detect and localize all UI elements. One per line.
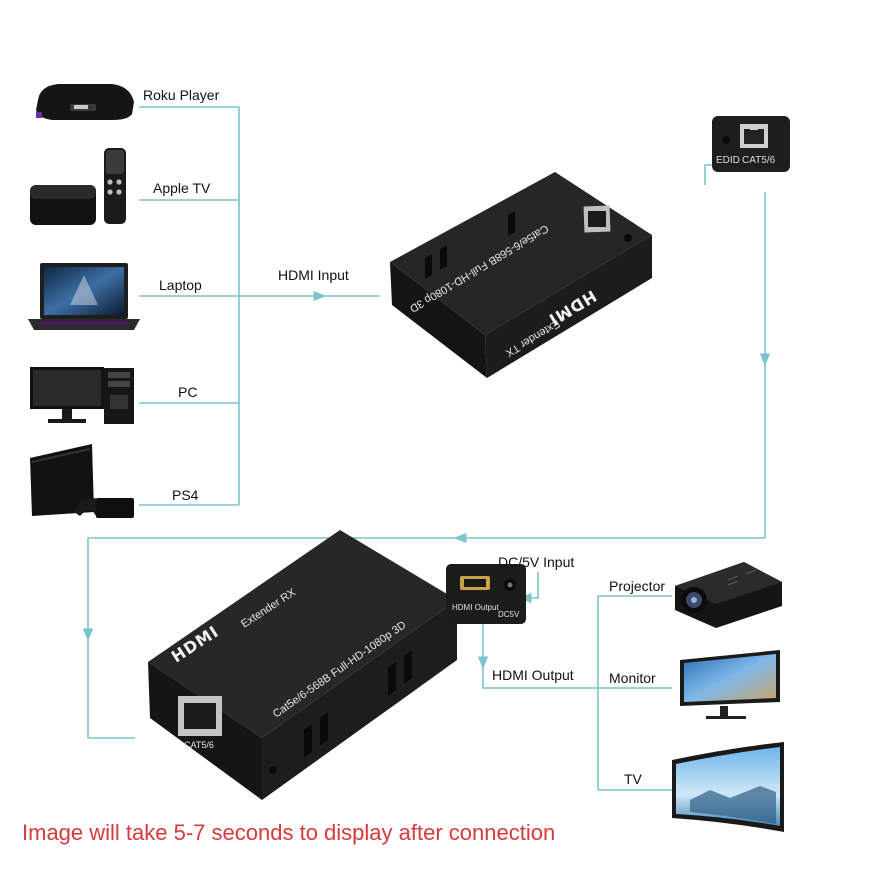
roku-player-icon: [36, 84, 134, 120]
callout-edid-label: EDID: [716, 155, 740, 166]
hdmi-output-label: HDMI Output: [492, 667, 574, 683]
rx-port-label: CAT5/6: [184, 740, 214, 750]
connection-notice: Image will take 5-7 seconds to display a…: [22, 820, 555, 845]
monitor-icon: [680, 650, 780, 719]
monitor-label: Monitor: [609, 670, 656, 686]
projector-label: Projector: [609, 578, 665, 594]
curved-tv-icon: [672, 742, 784, 832]
ps4-label: PS4: [172, 487, 199, 503]
hdmi-output-link: [482, 668, 598, 689]
tv-label: TV: [624, 771, 643, 787]
callout-hdmi-output-label: HDMI Output: [452, 603, 499, 612]
callout-dc-label: DC5V: [498, 610, 520, 619]
roku-label: Roku Player: [143, 87, 220, 103]
projector-icon: [675, 562, 782, 628]
connection-lines: [82, 106, 771, 791]
cable-to-rx: [87, 640, 135, 739]
hdmi-input-label: HDMI Input: [278, 267, 349, 283]
apple-tv-icon: [30, 148, 126, 225]
pc-label: PC: [178, 384, 197, 400]
rx-extender-unit: CAT5/6 HDMI Extender RX Cat5e/6-568B Ful…: [148, 530, 457, 800]
dc-input-label: DC/5V Input: [498, 554, 574, 570]
output-labels: Projector Monitor TV: [609, 578, 665, 787]
ps4-console-icon: [30, 444, 134, 518]
laptop-label: Laptop: [159, 277, 202, 293]
laptop-icon: [28, 263, 140, 330]
desktop-pc-icon: [30, 367, 134, 424]
source-labels: Roku Player Apple TV Laptop PC PS4: [143, 87, 220, 503]
callout-cat-label: CAT5/6: [742, 155, 776, 166]
rx-port-callout: HDMI Output DC5V: [446, 564, 526, 624]
appletv-label: Apple TV: [153, 180, 211, 196]
tx-extender-unit: Cat5e/6-568B Full-HD-1080p 3D HDMI Exten…: [390, 172, 652, 378]
tx-port-callout: EDID CAT5/6: [712, 116, 790, 172]
